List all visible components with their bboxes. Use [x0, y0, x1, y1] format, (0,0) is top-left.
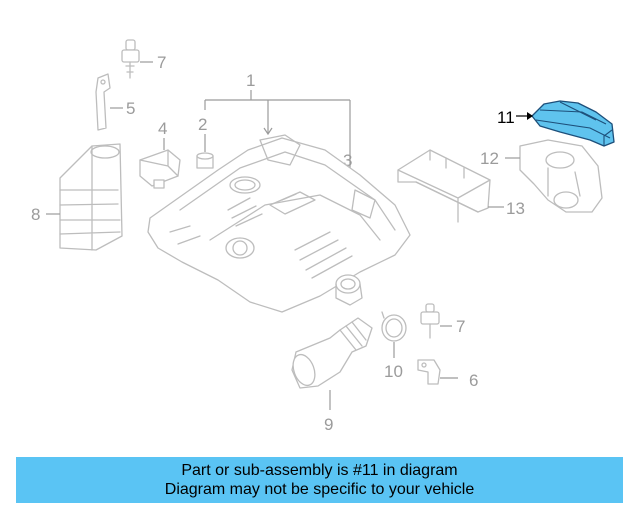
part-7-right-sensor[interactable] [420, 303, 440, 339]
callout-7-top: 7 [157, 53, 166, 72]
part-13-channel[interactable] [397, 149, 491, 223]
part-11-highlighted[interactable] [531, 100, 615, 147]
info-banner: Part or sub-assembly is #11 in diagram D… [16, 457, 623, 503]
part-10-clamp[interactable] [381, 311, 407, 342]
part-9-hose[interactable] [289, 317, 373, 389]
callout-7-right: 7 [456, 317, 465, 336]
callout-5: 5 [126, 99, 135, 118]
callout-9: 9 [324, 415, 333, 434]
part-12-housing[interactable] [519, 139, 603, 213]
part-2-grommet[interactable] [196, 152, 214, 169]
part-7-top-sensor[interactable] [121, 39, 140, 79]
part-6-bracket[interactable] [417, 359, 441, 385]
callout-2: 2 [198, 115, 207, 134]
callout-4: 4 [158, 119, 167, 138]
callout-10: 10 [384, 362, 403, 381]
banner-line-2: Diagram may not be specific to your vehi… [164, 481, 475, 498]
part-8-duct[interactable] [59, 143, 123, 251]
callout-13: 13 [506, 199, 525, 218]
callout-12: 12 [480, 149, 499, 168]
callout-6: 6 [469, 371, 478, 390]
banner-line-1: Part or sub-assembly is #11 in diagram [181, 462, 458, 479]
part-4-connector[interactable] [139, 149, 181, 189]
callout-11: 11 [497, 108, 515, 127]
part-1-engine-cover[interactable] [147, 134, 411, 313]
callout-1: 1 [246, 71, 255, 90]
callout-8: 8 [31, 205, 40, 224]
callout-3: 3 [343, 151, 352, 170]
part-5-bracket[interactable] [95, 73, 111, 131]
parts-diagram: 7 5 4 2 1 3 [31, 39, 615, 434]
